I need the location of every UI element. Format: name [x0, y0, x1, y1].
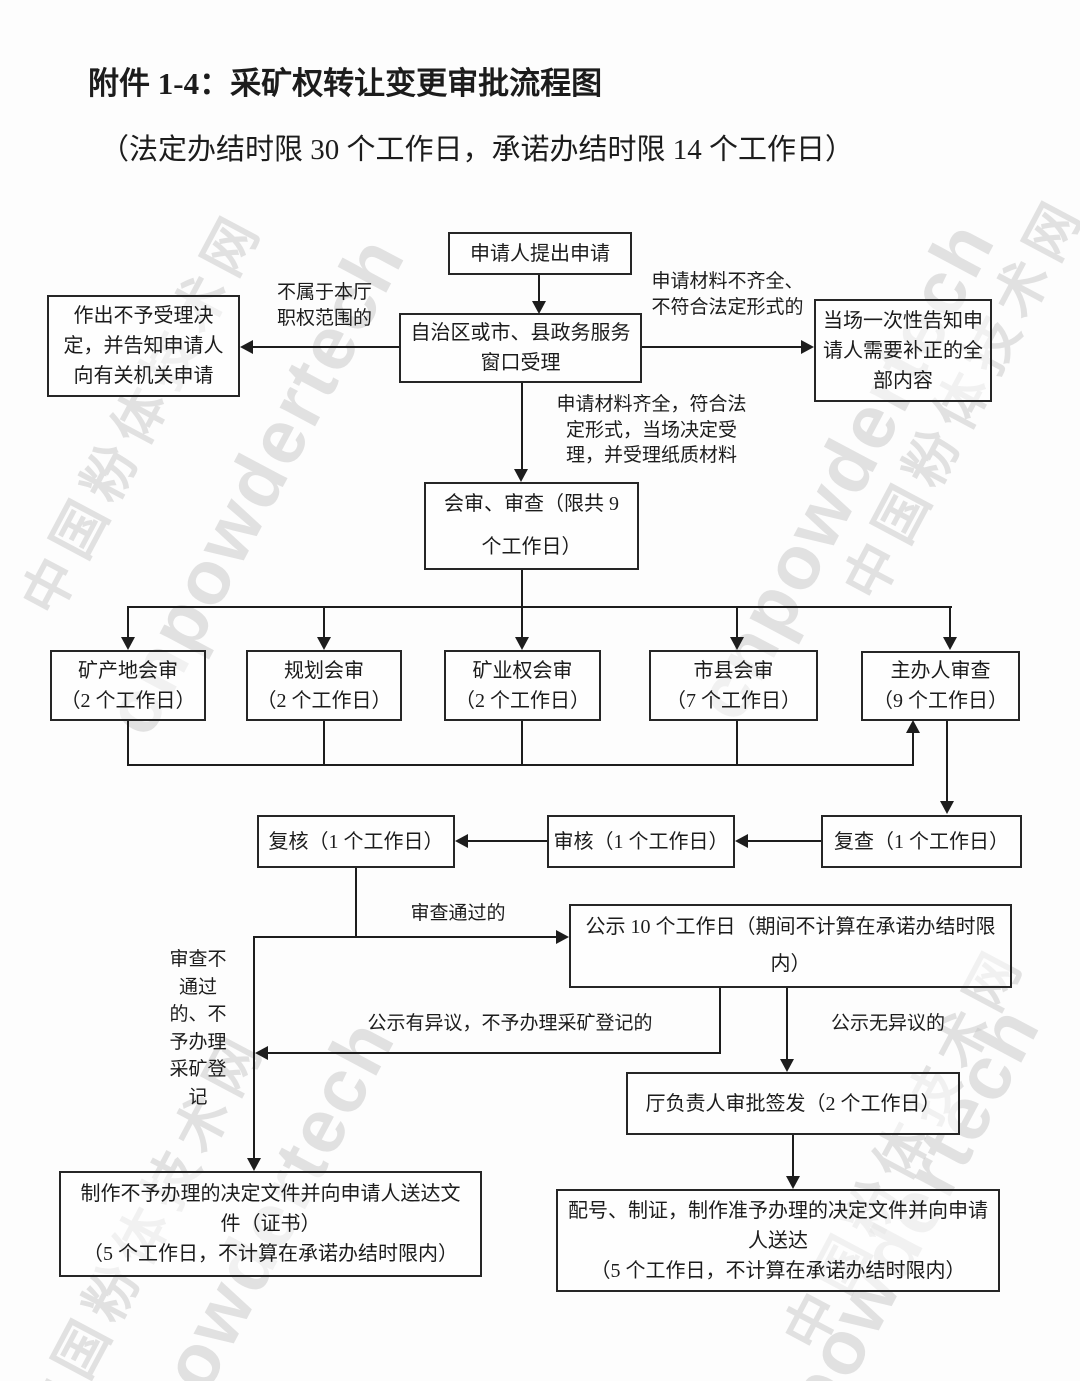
arrowhead-pass-publicity [556, 930, 569, 944]
connector-review-again-verify [747, 840, 821, 842]
connector-collector-bus [127, 764, 913, 766]
arrowhead-bus-mine-area [121, 637, 135, 650]
connector-bus-city-county [736, 607, 738, 637]
label-objection: 公示有异议，不予办理采矿登记的 [367, 1013, 653, 1034]
arrowhead-director-approve-final [786, 1176, 800, 1189]
watermark-en-bottom-right: cnpowdertech [723, 991, 1057, 1381]
arrowhead-apply-window [532, 301, 546, 314]
connector-apply-window [538, 275, 540, 302]
arrowhead-window-joint [514, 469, 528, 482]
arrowhead-window-inform [801, 340, 814, 354]
node-reject-acceptance: 作出不予受理决 定，并告知申请人 向有关机关申请 [47, 295, 240, 397]
node-approve-final: 配号、制证，制作准予办理的决定文件并向申请 人送达 （5 个工作日，不计算在承诺… [556, 1189, 1000, 1292]
arrowhead-collector-organizer [906, 720, 920, 733]
arrowhead-organizer-review-again [940, 801, 954, 814]
connector-bus-mine-area [127, 607, 129, 637]
arrowhead-objection-fail-line [255, 1046, 268, 1060]
connector-pass-horizontal [253, 936, 557, 938]
connector-recheck-down [355, 868, 357, 938]
label-incomplete: 申请材料不齐全、 不符合法定形式的 [651, 271, 804, 318]
connector-window-joint [521, 383, 523, 470]
connector-city-county-collector [736, 721, 738, 766]
connector-bus-organizer [949, 607, 951, 637]
label-review-pass: 审查通过的 [410, 903, 506, 924]
node-verify: 审核（1 个工作日） [547, 815, 735, 868]
connector-branch-bus [127, 606, 952, 608]
page-title: 附件 1-4：采矿权转让变更审批流程图 [88, 66, 603, 101]
connector-collector-up [912, 733, 914, 766]
connector-fail-down [253, 936, 255, 1159]
arrowhead-bus-planning [317, 637, 331, 650]
connector-window-inform [642, 346, 802, 348]
connector-window-reject [252, 346, 399, 348]
connector-planning-collector [323, 721, 325, 766]
watermark-cn-top-left: 中国粉体技术网 [11, 200, 275, 625]
node-joint-review: 会审、审查（限共 9 个工作日） [424, 482, 639, 570]
arrowhead-bus-city-county [730, 637, 744, 650]
node-review-again: 复查（1 个工作日） [821, 815, 1022, 868]
label-out-of-scope: 不属于本厅 职权范围的 [276, 282, 372, 329]
arrowhead-window-reject [240, 340, 253, 354]
node-apply: 申请人提出申请 [448, 232, 632, 275]
node-planning-review: 规划会审 （2 个工作日） [246, 650, 402, 721]
label-no-objection: 公示无异议的 [830, 1013, 945, 1034]
connector-mining-right-collector [521, 721, 523, 766]
node-service-window: 自治区或市、县政务服务 窗口受理 [399, 313, 642, 383]
node-inform-correction: 当场一次性告知申 请人需要补正的全 部内容 [814, 299, 992, 402]
connector-publicity-director [786, 988, 788, 1060]
node-mine-area-review: 矿产地会审 （2 个工作日） [50, 650, 206, 721]
arrowhead-bus-mining-right [515, 637, 529, 650]
connector-joint-bus [521, 570, 523, 607]
connector-director-approve-final [792, 1135, 794, 1178]
page-subtitle: （法定办结时限 30 个工作日，承诺办结时限 14 个工作日） [100, 134, 855, 166]
node-organizer-review: 主办人审查 （9 个工作日） [861, 651, 1020, 721]
node-recheck: 复核（1 个工作日） [257, 815, 455, 868]
connector-mine-area-collector [127, 721, 129, 766]
arrowhead-fail-reject-final [247, 1158, 261, 1171]
node-mining-right-review: 矿业权会审 （2 个工作日） [444, 650, 601, 721]
label-complete: 申请材料齐全，符合法 定形式，当场决定受 理，并受理纸质材料 [556, 394, 747, 467]
label-review-fail: 审查不 通过 的、不 予办理 采矿登 记 [169, 949, 227, 1108]
watermark-cn-bottom-right: 中国粉体技术网 [773, 935, 1037, 1360]
arrowhead-review-again-verify [735, 834, 748, 848]
connector-bus-mining-right [521, 607, 523, 637]
connector-objection-horizontal [267, 1052, 721, 1054]
connector-organizer-review-again [946, 721, 948, 802]
arrowhead-publicity-director [780, 1059, 794, 1072]
connector-publicity-objection-down [719, 988, 721, 1054]
connector-verify-recheck [467, 840, 547, 842]
connector-bus-planning [323, 607, 325, 637]
node-reject-final: 制作不予办理的决定文件并向申请人送达文 件（证书） （5 个工作日，不计算在承诺… [59, 1171, 482, 1277]
node-city-county-review: 市县会审 （7 个工作日） [649, 650, 818, 721]
node-director-sign: 厅负责人审批签发（2 个工作日） [626, 1072, 960, 1135]
node-publicity: 公示 10 个工作日（期间不计算在承诺办结时限 内） [569, 904, 1012, 988]
arrowhead-bus-organizer [943, 637, 957, 650]
arrowhead-verify-recheck [455, 834, 468, 848]
